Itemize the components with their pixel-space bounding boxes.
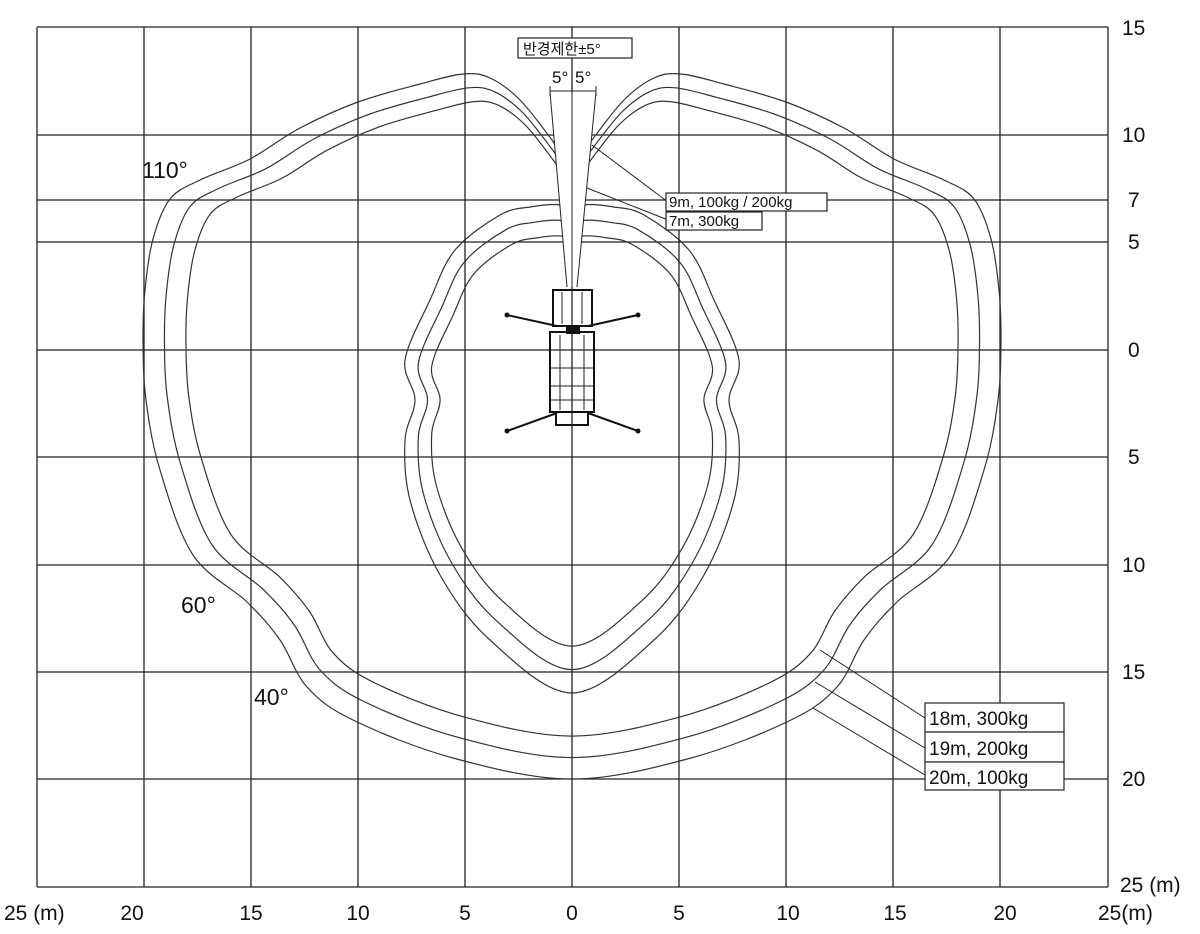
right-axis-label: 25 (m) <box>1120 874 1181 897</box>
range-curve-7m <box>430 235 714 647</box>
label-7m: 7m, 300kg <box>669 213 739 230</box>
right-axis-label: 15 <box>1122 661 1145 684</box>
bottom-axis-label: 15 <box>883 902 906 925</box>
bottom-axis-label: 25 (m) <box>4 902 65 925</box>
bottom-axis-labels: 25 (m) 20 15 10 5 0 5 10 15 20 25(m) <box>4 902 1153 925</box>
range-curve-9m-outer <box>404 203 740 694</box>
range-curve-20m <box>142 72 1002 780</box>
range-curve-9m <box>417 219 727 671</box>
title-box <box>517 37 633 59</box>
bottom-axis-label: 20 <box>993 902 1016 925</box>
right-axis-label: 10 <box>1122 124 1145 147</box>
bottom-axis-label: 0 <box>566 902 578 925</box>
working-range-curves <box>142 72 1002 780</box>
bottom-axis-label: 20 <box>120 902 143 925</box>
label-18m: 18m, 300kg <box>929 709 1028 730</box>
label-box-19m <box>924 731 1065 763</box>
wedge-label-left: 5° <box>552 68 568 87</box>
right-axis-label: 20 <box>1122 768 1145 791</box>
range-curve-18m <box>185 100 959 737</box>
bottom-axis-label: 5 <box>459 902 471 925</box>
right-axis-label: 10 <box>1122 554 1145 577</box>
label-20m: 20m, 100kg <box>929 768 1028 789</box>
bottom-axis-label: 5 <box>673 902 685 925</box>
label-box-20m <box>924 761 1065 791</box>
slew-limit-wedge <box>549 86 597 288</box>
wedge-mask <box>550 92 596 287</box>
wedge-label-right: 5° <box>575 68 591 87</box>
label-9m: 9m, 100kg / 200kg <box>669 194 792 211</box>
bottom-axis-label: 25(m) <box>1098 902 1153 925</box>
bottom-axis-label: 15 <box>239 902 262 925</box>
right-axis-labels: 15 10 7 5 0 5 10 15 20 25 (m) <box>1120 17 1181 897</box>
right-axis-label: 5 <box>1128 231 1140 254</box>
bottom-axis-label: 10 <box>346 902 369 925</box>
range-curve-19m <box>163 86 981 759</box>
bottom-axis-label: 10 <box>776 902 799 925</box>
angle-label-60: 60° <box>181 592 216 618</box>
right-axis-label: 5 <box>1128 446 1140 469</box>
label-box-7m <box>665 211 763 231</box>
label-19m: 19m, 200kg <box>929 739 1028 760</box>
right-axis-label: 7 <box>1128 189 1140 212</box>
machine-icon <box>504 289 641 434</box>
angle-label-110: 110° <box>142 157 188 183</box>
right-axis-label: 0 <box>1128 339 1140 362</box>
title-box-text: 반경제한±5° <box>523 41 601 58</box>
right-axis-label: 15 <box>1122 17 1145 40</box>
leader-lines <box>586 144 926 776</box>
angle-label-40: 40° <box>254 684 289 710</box>
label-box-9m <box>665 192 828 212</box>
